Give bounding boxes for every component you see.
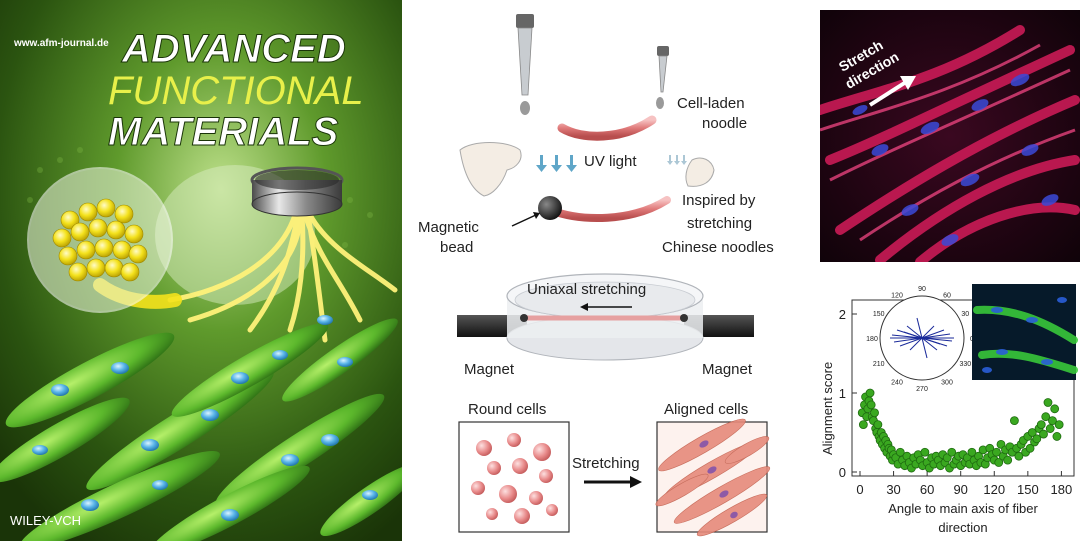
x-tick-label: 120 <box>983 482 1005 497</box>
cover-title-advanced: ADVANCED <box>121 27 346 71</box>
polar-angle-label: 90 <box>918 286 926 293</box>
x-tick-label: 150 <box>1017 482 1039 497</box>
data-point <box>947 447 957 457</box>
y-axis-label: Alignment score <box>820 362 835 455</box>
data-point <box>1041 412 1051 422</box>
data-point <box>994 458 1004 467</box>
x-tick-label: 90 <box>953 482 967 497</box>
data-point <box>865 388 875 398</box>
fluorescence-image: Stretch direction <box>820 10 1080 262</box>
polar-rays <box>890 317 954 359</box>
data-point <box>1045 424 1055 433</box>
stretching-label: Stretching <box>572 455 640 472</box>
polar-angle-label: 270 <box>916 386 928 393</box>
data-point <box>866 400 876 410</box>
noodle-label-1: Cell-laden <box>677 95 745 112</box>
aligned-cells-label: Aligned cells <box>664 401 748 418</box>
x-tick-label: 0 <box>856 482 863 497</box>
journal-cover: www.afm-journal.de ADVANCED FUNCTIONAL M… <box>0 0 402 541</box>
inspired-label-3: Chinese noodles <box>662 239 774 256</box>
alignment-score-chart: 0 1 2 0 30 60 90 120 150 180 Alignment score Ang… <box>820 284 1078 535</box>
noodle-top <box>557 115 657 141</box>
bead-label-2: bead <box>440 239 473 256</box>
right-hand-icon <box>685 157 715 187</box>
noodle-label-2: noodle <box>702 115 747 132</box>
petri-dish <box>457 273 754 361</box>
bead-label-1: Magnetic <box>418 219 479 236</box>
stretch-direction-arrow-icon <box>868 80 908 107</box>
data-point <box>1054 420 1064 430</box>
data-point <box>992 447 1001 457</box>
data-point <box>920 447 930 457</box>
data-point <box>1014 451 1024 461</box>
data-point <box>1025 443 1035 453</box>
left-hand-icon <box>459 142 522 197</box>
polar-angle-label: 210 <box>873 361 885 368</box>
data-point <box>1027 428 1037 437</box>
pipette-right <box>656 46 669 109</box>
uniaxial-stretching-label: Uniaxal stretching <box>527 281 646 298</box>
data-point <box>1052 432 1062 441</box>
cover-url: www.afm-journal.de <box>13 38 109 49</box>
polar-angle-label: 30 <box>961 311 969 318</box>
cover-title-functional: FUNCTIONAL <box>108 69 364 113</box>
data-point <box>967 447 977 457</box>
polar-angle-label: 240 <box>891 379 903 386</box>
round-cells-label: Round cells <box>468 401 546 418</box>
uv-light-label: UV light <box>584 153 637 170</box>
data-point <box>873 420 883 430</box>
x-tick-label: 60 <box>920 482 934 497</box>
magnet-right-label: Magnet <box>702 361 753 378</box>
inspired-label-1: Inspired by <box>682 192 756 209</box>
data-point <box>1010 416 1019 426</box>
cover-publisher: WILEY-VCH <box>10 513 81 528</box>
polar-angle-label: 120 <box>891 293 903 300</box>
x-tick-label: 30 <box>886 482 900 497</box>
y-tick-label: 0 <box>839 465 846 480</box>
data-point <box>1043 398 1053 407</box>
inspired-label-2: stretching <box>687 215 752 232</box>
workflow-diagram: Cell-laden noodle UV light Magnetic bead… <box>418 14 774 541</box>
uv-arrows-icon <box>536 155 577 172</box>
data-point <box>895 447 905 457</box>
green-fluorescence-inset <box>972 284 1078 380</box>
polar-angle-label: 300 <box>941 379 953 386</box>
cover-title-materials: MATERIALS <box>108 110 339 154</box>
noodle-middle <box>546 196 671 223</box>
x-tick-label: 180 <box>1051 482 1073 497</box>
magnetic-bead-icon <box>538 196 562 220</box>
x-axis-label-2: direction <box>938 520 987 535</box>
data-point <box>870 408 879 418</box>
magnet-left-label: Magnet <box>464 361 515 378</box>
data-point <box>1050 404 1060 414</box>
polar-angle-label: 60 <box>943 293 951 300</box>
pipette-left <box>516 14 534 115</box>
x-axis-label-1: Angle to main axis of fiber <box>888 501 1038 516</box>
data-point <box>858 420 868 430</box>
y-tick-label: 2 <box>839 307 846 322</box>
data-point <box>1032 434 1042 444</box>
data-point <box>1039 429 1048 439</box>
polar-inset: 9060300330300270240210180150120 <box>866 286 974 393</box>
data-point <box>1036 420 1046 430</box>
data-point <box>1003 455 1013 465</box>
polar-angle-label: 330 <box>959 361 971 368</box>
polar-angle-label: 180 <box>866 336 878 343</box>
y-tick-label: 1 <box>839 386 846 401</box>
polar-angle-label: 150 <box>873 311 885 318</box>
data-point <box>1048 416 1057 426</box>
